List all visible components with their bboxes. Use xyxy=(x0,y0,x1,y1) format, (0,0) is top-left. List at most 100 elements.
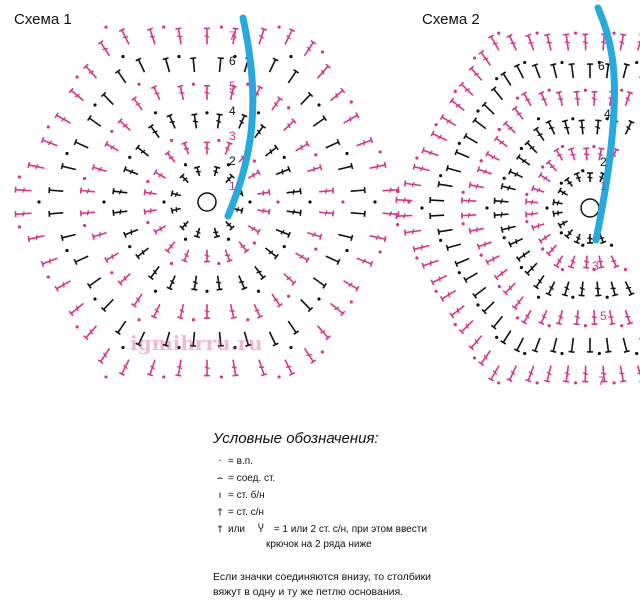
stitch-symbol xyxy=(319,187,335,194)
stitch-symbol xyxy=(307,164,323,173)
stitch-symbol xyxy=(502,282,516,296)
stitch-symbol xyxy=(500,71,512,86)
stitch-symbol xyxy=(179,173,189,184)
chain-dot xyxy=(559,181,563,185)
stitch-symbol xyxy=(412,163,430,172)
chain-dot xyxy=(439,174,443,178)
legend-row-slip: ⌢= соед. ст. xyxy=(212,473,276,484)
stitch-symbol xyxy=(123,166,139,176)
stitch-symbol xyxy=(622,337,630,353)
chain-dot xyxy=(314,153,318,157)
stitch-symbol xyxy=(217,57,224,73)
stitch-symbol xyxy=(319,210,335,217)
chain-dot xyxy=(121,54,125,59)
stitch-symbol xyxy=(567,255,576,269)
stitch-symbol xyxy=(488,34,500,51)
stitch-symbol xyxy=(619,365,627,383)
chain-dot xyxy=(252,241,256,245)
stitch-symbol xyxy=(624,281,635,297)
stitch-symbol xyxy=(146,27,156,45)
stitch-symbol xyxy=(463,272,478,283)
stitch-symbol xyxy=(86,277,102,289)
legend-note: Если значки соединяются внизу, то столби… xyxy=(213,571,432,598)
stitch-symbol xyxy=(170,190,181,198)
stitch-symbol xyxy=(307,231,323,240)
stitch-symbol xyxy=(190,57,197,73)
chain-dot xyxy=(476,109,480,113)
stitch-symbol xyxy=(564,176,574,187)
stitch-symbol xyxy=(329,302,346,317)
stitch-symbol xyxy=(254,265,267,281)
stitch-symbol xyxy=(286,188,302,195)
stitch-symbol xyxy=(231,27,239,45)
chain-dot xyxy=(219,375,224,379)
chain-dot xyxy=(65,151,69,156)
stitch-symbol xyxy=(493,197,509,205)
stitch-symbol xyxy=(382,186,400,193)
stitch-symbol xyxy=(40,257,58,268)
stitch-symbol xyxy=(215,275,223,291)
stitch-symbol xyxy=(369,161,387,170)
chain-dot xyxy=(396,189,400,193)
scheme-2-start-marker xyxy=(592,4,618,244)
chain-dot xyxy=(597,60,601,65)
stitch-symbol xyxy=(624,119,635,135)
legend-title: Условные обозначения: xyxy=(213,430,379,447)
chain-dot xyxy=(497,31,501,35)
chain-dot xyxy=(46,125,50,129)
slip-stitch-icon: ⌢ xyxy=(216,473,224,484)
stitch-symbol xyxy=(454,257,470,267)
stitch-symbol xyxy=(247,225,261,235)
chain-dot xyxy=(252,159,256,163)
stitch-symbol xyxy=(343,280,360,292)
chain-dot xyxy=(523,60,527,65)
chain-dot xyxy=(515,316,520,320)
watermark: igmihrru.ru xyxy=(130,331,263,355)
stitch-symbol xyxy=(468,335,483,351)
stitch-symbol xyxy=(583,255,590,269)
stitch-symbol xyxy=(598,233,607,245)
stitch-symbol xyxy=(608,310,616,326)
scheme-2-title: Схема 2 xyxy=(422,11,480,28)
stitch-symbol xyxy=(283,272,297,286)
stitch-symbol xyxy=(545,281,556,297)
stitch-symbol xyxy=(624,309,634,326)
stitch-symbol xyxy=(595,119,602,135)
chain-dot xyxy=(378,150,382,154)
row-number: 1 xyxy=(229,179,236,193)
stitch-symbol xyxy=(268,57,279,73)
stitch-symbol xyxy=(544,365,552,383)
stitch-symbol xyxy=(229,84,237,100)
stitch-symbol xyxy=(421,147,439,157)
stitch-symbol xyxy=(316,325,331,341)
chain-dot xyxy=(110,129,114,133)
stitch-symbol xyxy=(567,147,576,161)
stitch-symbol xyxy=(481,301,495,315)
chain-dot xyxy=(583,88,588,92)
stitch-symbol xyxy=(468,181,484,189)
stitch-symbol xyxy=(325,255,341,265)
stitch-symbol xyxy=(437,228,453,235)
chain-dot xyxy=(581,243,585,247)
chain-dot xyxy=(191,82,195,86)
stitch-symbol xyxy=(502,120,516,134)
stitch-symbol xyxy=(564,229,574,240)
chain-dot xyxy=(502,236,506,240)
stitch-symbol xyxy=(150,85,161,101)
chain-dot xyxy=(515,96,520,100)
chain-dot xyxy=(559,231,563,235)
stitch-symbol xyxy=(287,69,300,84)
stitch-symbol xyxy=(27,234,45,243)
stitch-symbol xyxy=(238,241,250,254)
stitch-symbol xyxy=(511,296,524,311)
chain-dot xyxy=(560,144,564,149)
legend-or: или xyxy=(228,524,246,535)
stitch-symbol xyxy=(175,27,183,45)
chain-dot xyxy=(497,127,501,132)
stitch-symbol xyxy=(561,281,570,297)
stitch-symbol xyxy=(533,275,545,290)
chain-dot xyxy=(169,261,174,266)
chain-dot xyxy=(153,289,158,293)
legend-row-dc: †= ст. с/н xyxy=(212,507,264,518)
stitch-symbol xyxy=(204,85,210,100)
